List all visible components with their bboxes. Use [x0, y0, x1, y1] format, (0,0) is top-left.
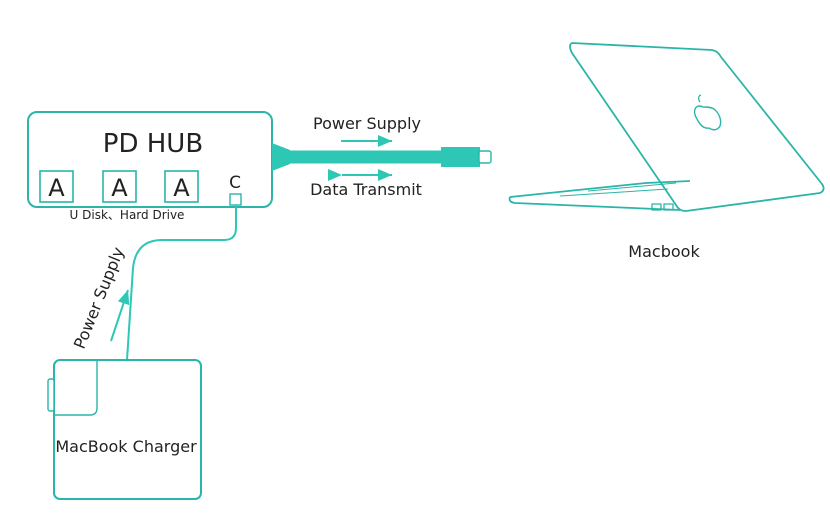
charger-plug-prong: [47, 378, 55, 412]
usb-a-port-1-label: A: [48, 174, 65, 202]
usb-a-port-2: [102, 170, 137, 203]
charger-body: [53, 359, 202, 500]
usb-c-plug-tip: [478, 150, 492, 164]
pd-hub: PD HUB A A A C U Disk、Hard Drive: [27, 111, 273, 222]
macbook-usb-c-port: [651, 203, 662, 211]
macbook: [508, 42, 825, 212]
macbook-keyboard-line: [587, 182, 677, 192]
macbook-lid: [569, 42, 825, 212]
usb-c-port-label: C: [229, 173, 241, 193]
usb-c-port: [229, 193, 242, 206]
cable-strain-relief: [272, 143, 290, 171]
usb-a-port-3: [164, 170, 199, 203]
cable-body: [289, 150, 443, 164]
hub-title: PD HUB: [103, 129, 203, 159]
usb-a-port-2-label: A: [111, 174, 128, 202]
data-transmit-label: Data Transmit: [310, 180, 422, 199]
apple-logo-icon: [693, 94, 722, 131]
charger-power-arrow: [110, 289, 130, 342]
macbook-hinge-line: [559, 188, 669, 197]
macbook-base-bottom-edge: [508, 196, 681, 211]
usb-a-port-1: [39, 170, 74, 203]
charger-label: MacBook Charger: [55, 437, 197, 456]
usb-c-plug: [441, 147, 480, 167]
macbook-charger: MacBook Charger: [47, 359, 202, 500]
usb-a-ports-caption: U Disk、Hard Drive: [70, 208, 185, 222]
power-supply-label: Power Supply: [313, 114, 421, 133]
charger-cable: [126, 205, 237, 361]
macbook-label: Macbook: [628, 242, 700, 261]
charger-cable-port-outline: [54, 360, 98, 416]
hub-cable: Power Supply Data Transmit: [272, 114, 492, 199]
usb-a-port-3-label: A: [173, 174, 190, 202]
macbook-usb-c-port-2: [663, 203, 674, 211]
macbook-base-top-edge: [509, 180, 691, 198]
charger-power-supply-label: Power Supply: [70, 244, 128, 351]
